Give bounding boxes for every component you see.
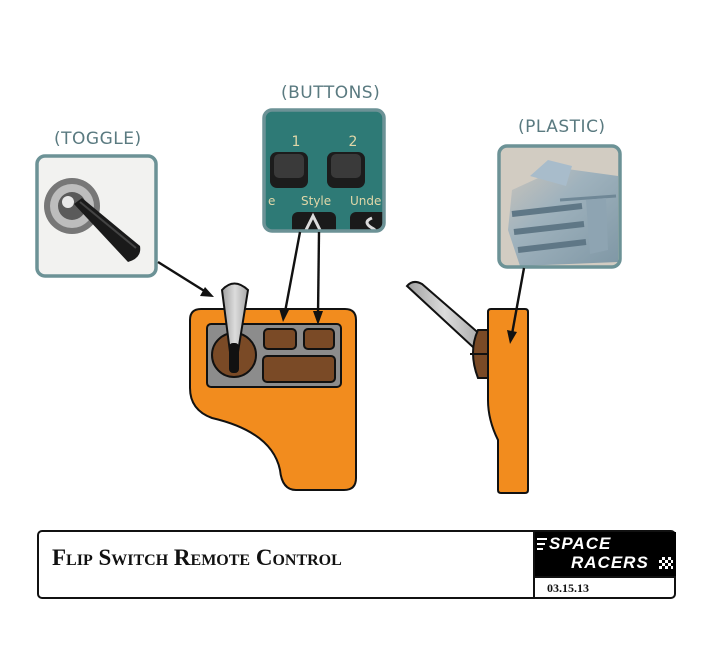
button-1 xyxy=(263,328,297,350)
button-2 xyxy=(303,328,335,350)
key-1-label: 1 xyxy=(292,134,301,150)
toggle-callout-label: (TOGGLE) xyxy=(54,129,142,149)
logo-line-2: RACERS xyxy=(571,553,649,572)
toggle-photo xyxy=(35,154,158,278)
remote-front-view xyxy=(189,282,357,491)
key-2-label: 2 xyxy=(349,134,358,150)
toggle-slot xyxy=(229,343,239,373)
date-divider xyxy=(535,576,676,578)
checkered-flag-icon xyxy=(659,557,673,569)
key-e-label: e xyxy=(268,194,275,208)
remote-body-side xyxy=(487,308,529,494)
key-under-label: Unde xyxy=(350,194,381,208)
plastic-photo xyxy=(497,144,622,269)
title-block: Flip Switch Remote Control SPACE RACERS … xyxy=(37,530,676,599)
drawing-date: 03.15.13 xyxy=(547,581,589,595)
toggle-paddle xyxy=(220,282,250,353)
key-style-label: Style xyxy=(301,194,331,208)
logo-line-1: SPACE xyxy=(549,534,612,553)
buttons-photo: 1 2 e Style Unde xyxy=(262,108,386,233)
buttons-callout-label: (BUTTONS) xyxy=(281,83,381,103)
drawing-title: Flip Switch Remote Control xyxy=(52,545,342,570)
remote-side-view xyxy=(405,280,529,494)
title-divider xyxy=(533,532,535,597)
space-racers-logo: SPACE RACERS xyxy=(535,532,676,576)
leader-arrows xyxy=(157,231,526,344)
toggle-paddle-side xyxy=(405,280,484,350)
plastic-callout-label: (PLASTIC) xyxy=(518,117,606,137)
button-wide xyxy=(262,355,336,383)
